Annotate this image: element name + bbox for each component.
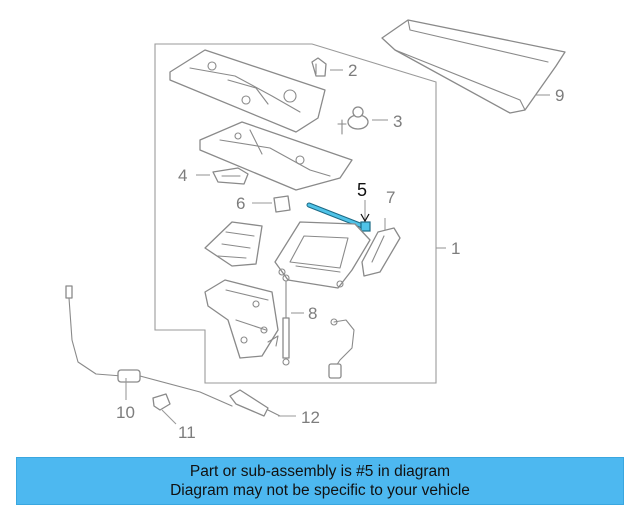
- callout-4: 4: [178, 166, 187, 185]
- callout-11: 11: [178, 423, 196, 442]
- part-8-cable: [328, 318, 355, 379]
- callout-12: 12: [301, 408, 320, 427]
- callout-2: 2: [348, 61, 357, 80]
- part-9-trim-panel: [381, 19, 566, 114]
- latch-housing: [274, 221, 371, 289]
- callout-9: 9: [555, 86, 564, 105]
- banner-line-1: Part or sub-assembly is #5 in diagram: [189, 463, 451, 480]
- part-2-upper-panel: [169, 49, 326, 133]
- parts-diagram: 2 3 4 5 6 7 1 8 9 10 11 12: [65, 19, 566, 442]
- callout-6: 6: [236, 194, 245, 213]
- callout-1: 1: [451, 239, 460, 258]
- part-4-bracket: [212, 167, 249, 185]
- assembly-outline: [154, 43, 437, 384]
- callout-7: 7: [386, 188, 395, 207]
- callout-5: 5: [357, 180, 367, 200]
- part-12-release-handle: [229, 389, 281, 417]
- callout-3: 3: [393, 112, 402, 131]
- part-8-strut: [282, 274, 290, 366]
- part-7-handle: [361, 227, 401, 277]
- banner-line-2: Diagram may not be specific to your vehi…: [170, 482, 470, 499]
- part-2-clip: [311, 57, 327, 77]
- part-11-clip: [152, 393, 171, 411]
- info-banner: Part or sub-assembly is #5 in diagram Di…: [16, 457, 624, 505]
- callout-10: 10: [116, 403, 135, 422]
- mounting-plate: [204, 279, 279, 359]
- leader-lines: [125, 69, 550, 425]
- part-10-cable: [65, 285, 233, 407]
- callout-8: 8: [308, 304, 317, 323]
- part-6-bumper: [273, 195, 291, 213]
- lower-latch-panel: [199, 121, 353, 191]
- left-tray-bracket: [204, 221, 263, 267]
- part-5-rod: [306, 200, 371, 232]
- part-3-grommet: [337, 106, 369, 135]
